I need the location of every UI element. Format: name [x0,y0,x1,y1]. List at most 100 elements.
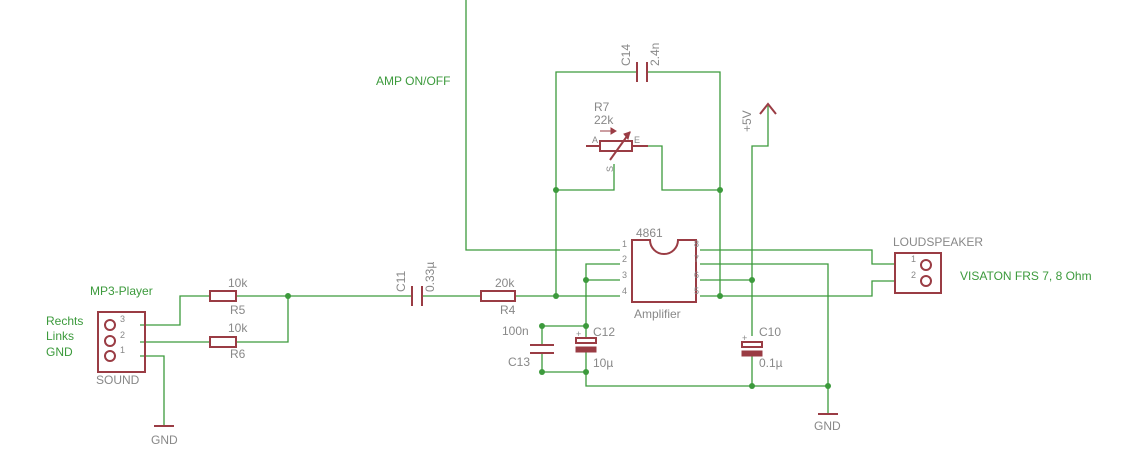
capacitor-c13: 100n C13 [502,324,554,369]
pot-wiper-arrow [623,131,631,141]
resistor-body [209,290,237,302]
supply-symbol: +5V [740,102,777,132]
c12-value: 10µ [593,356,613,370]
resistor-body [480,290,516,302]
wire-r7-e [648,145,720,191]
c10-plus: + [742,333,747,343]
ic-pin-number: 8 [694,239,699,249]
junction-dot [583,323,589,329]
r4-value: 20k [495,276,515,290]
r7-pin-e: E [634,135,640,145]
junction-dot [285,293,291,299]
wire-r7-wiper [556,164,615,191]
wire-gnd-left [140,355,165,426]
wire-rechts-r5 [140,295,210,326]
rechts-label: Rechts [46,314,83,328]
supply-arrow-icon [759,102,777,115]
r4-name: R4 [500,303,516,317]
junction-dot [825,383,831,389]
ic-value: Amplifier [634,307,681,321]
junction-dot [749,277,755,283]
junction-dot [717,293,723,299]
ic-name: 4861 [636,226,663,240]
r7-value: 22k [594,113,614,127]
speaker-pin-1 [920,259,932,271]
potentiometer-r7: R7 22k A E S [586,100,648,172]
ic-pin-number: 4 [622,286,627,296]
wire-ground-bus [585,352,828,387]
capacitor-c12: + C12 10µ [575,325,615,370]
c12-name: C12 [593,325,615,339]
r5-name: R5 [230,303,246,317]
ic-pin-number: 1 [622,239,627,249]
speaker-model-label: VISATON FRS 7, 8 Ohm [960,269,1092,283]
speaker-pin-2 [920,275,932,287]
sound-connector-name: SOUND [96,373,140,387]
wire-pin2 [585,263,620,326]
sound-pin-number: 3 [120,314,125,324]
ground-left-label: GND [151,433,178,447]
c10-name: C10 [759,325,781,339]
pot-body [599,140,633,152]
wire-pin8-spk1 [700,249,895,265]
junctions [285,187,831,389]
wire-feedback-left [555,71,636,296]
sound-connector-body [97,311,146,373]
ic-pin-number: 6 [694,270,699,280]
junction-dot [717,187,723,193]
sound-pin-number: 2 [120,330,125,340]
r5-value: 10k [228,276,248,290]
capacitor-c14: C14 2.4n [619,43,662,82]
ground-right: GND [814,413,841,433]
pot-direction-arrowhead [610,127,617,135]
speaker-connector-body [894,252,942,294]
ic-pin-number: 2 [622,254,627,264]
c13-name: C13 [508,355,530,369]
r7-pin-a: A [592,135,598,145]
capacitor-plate-negative [575,346,597,353]
speaker-pin-number: 1 [911,254,916,264]
junction-dot [749,383,755,389]
ground-left: GND [151,425,178,447]
loudspeaker-connector: 1 2 LOUDSPEAKER [893,235,983,294]
wire-supply [751,106,769,336]
c12-plus: + [576,329,581,339]
links-label: Links [46,329,74,343]
amp-onoff-label: AMP ON/OFF [376,74,450,88]
wire-amp-onoff [465,0,620,251]
sound-pin-3 [104,319,116,331]
c13-value: 100n [502,324,529,338]
ic-body [631,239,697,303]
wire-c13-bottom [541,354,586,373]
r6-value: 10k [228,321,248,335]
junction-dot [539,323,545,329]
speaker-pin-number: 2 [911,270,916,280]
junction-dot [583,369,589,375]
capacitor-plate [741,341,763,348]
ground-right-label: GND [814,419,841,433]
c11-name: C11 [394,271,408,292]
wire-feedback-right [648,71,721,296]
capacitor-plate [575,337,597,344]
ic-pin-number: 5 [694,286,699,296]
junction-dot [583,277,589,283]
junction-dot [553,293,559,299]
capacitor-c11: C11 0.33µ [394,262,437,306]
r7-pin-s: S [605,166,615,172]
junction-dot [539,369,545,375]
mp3-player-label: MP3-Player [90,284,153,298]
gnd-input-label: GND [46,345,73,359]
c14-value: 2.4n [648,43,662,66]
ic-pin-number: 3 [622,270,627,280]
wires [140,0,895,426]
supply-label: +5V [740,110,754,132]
sound-pin-2 [104,335,116,347]
wire-pin5-spk2 [700,280,895,297]
capacitor-c10: + C10 0.1µ [741,325,783,370]
amplifier-ic: 4861 Amplifier 1 2 3 4 5 6 7 8 [622,226,699,321]
r6-name: R6 [230,347,246,361]
sound-pin-number: 1 [120,345,125,355]
capacitor-plate-negative [741,350,763,357]
c10-value: 0.1µ [759,356,783,370]
